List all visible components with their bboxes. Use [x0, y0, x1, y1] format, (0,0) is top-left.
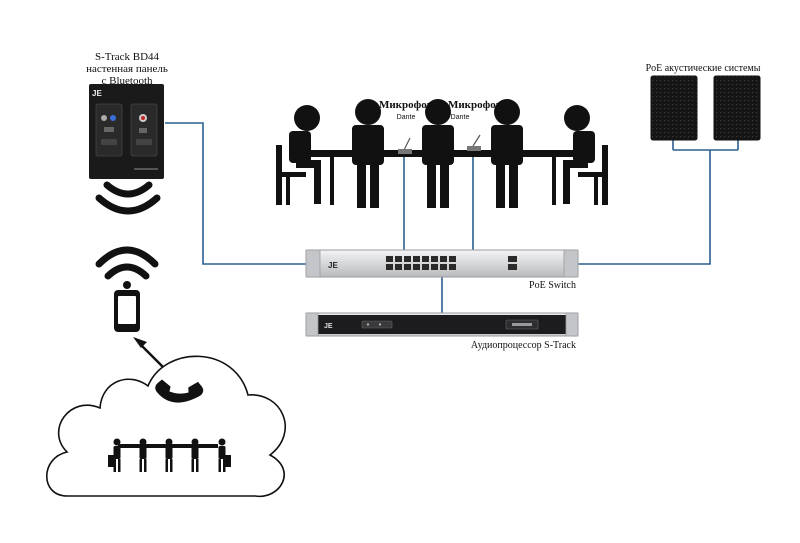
wall-panel[interactable]: JE — [89, 84, 164, 179]
cloud-meeting-icon — [108, 438, 231, 472]
switch-port — [422, 264, 429, 270]
switch-port — [395, 264, 402, 270]
switch-ports — [386, 256, 456, 270]
poe-switch-device[interactable]: JE — [305, 249, 579, 278]
mic-left-sublabel: Dante — [397, 114, 416, 121]
speakers-label: PoE акустические системы — [646, 63, 761, 74]
panel-to-switch-link — [165, 122, 312, 265]
switch-port — [422, 256, 429, 262]
svg-text:JE: JE — [324, 323, 333, 330]
switch-to-speakers-link — [578, 150, 711, 265]
switch-port — [395, 256, 402, 262]
wifi-icon — [95, 246, 159, 280]
switch-port — [449, 264, 456, 270]
phone-handset-icon — [155, 379, 204, 403]
switch-port — [404, 264, 411, 270]
mic-left-label: Микрофон — [379, 99, 434, 111]
smartphone-icon — [114, 290, 140, 332]
speaker-right — [713, 75, 761, 141]
svg-text:JE: JE — [92, 89, 102, 98]
switch-uplink-ports — [508, 256, 517, 270]
microphone-left-icon — [398, 137, 412, 154]
panel-subtitle-line1: настенная панель — [86, 63, 168, 75]
panel-wireless-icon — [95, 181, 161, 215]
switch-port — [386, 264, 393, 270]
switch-port — [404, 256, 411, 262]
switch-port — [413, 256, 420, 262]
microphone-right-icon — [467, 134, 481, 151]
panel-subtitle-line2: с Bluetooth — [101, 75, 153, 87]
switch-port — [431, 256, 438, 262]
mic-right-label: Микрофон — [448, 99, 503, 111]
processor-label: Аудиопроцессор S-Track — [471, 340, 576, 351]
switch-port — [440, 256, 447, 262]
meeting-room-icon — [276, 99, 608, 208]
switch-port — [440, 264, 447, 270]
switch-port — [449, 256, 456, 262]
switch-port — [431, 264, 438, 270]
svg-text:JE: JE — [328, 261, 338, 270]
panel-title: S-Track BD44 — [95, 51, 160, 63]
switch-port — [413, 264, 420, 270]
switch-label: PoE Switch — [529, 280, 576, 291]
network-links — [165, 122, 739, 313]
switch-port — [386, 256, 393, 262]
mic-right-sublabel: Dante — [451, 114, 470, 121]
arrow-icon — [133, 337, 167, 371]
wifi-dot — [123, 281, 131, 289]
audio-processor-device[interactable]: JE — [305, 312, 579, 337]
speaker-left — [650, 75, 698, 141]
cloud-shape — [45, 355, 287, 498]
